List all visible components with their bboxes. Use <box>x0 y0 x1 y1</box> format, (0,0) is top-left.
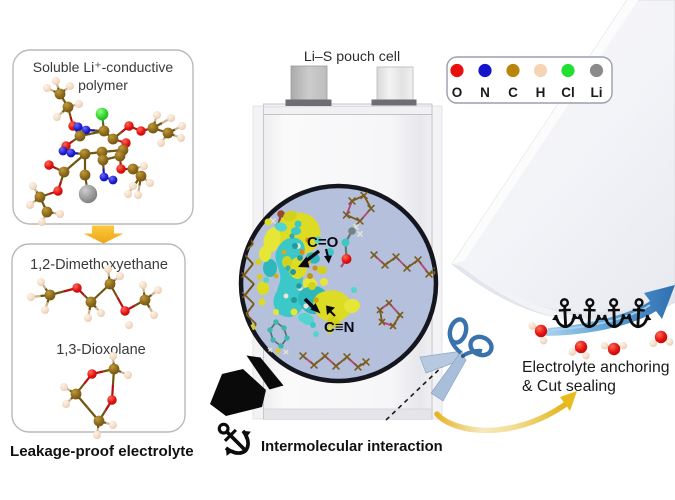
svg-text:Li: Li <box>591 85 603 100</box>
svg-text:Li–S pouch cell: Li–S pouch cell <box>304 49 400 65</box>
svg-text:Soluble Li⁺-conductive: Soluble Li⁺-conductive <box>33 59 174 75</box>
svg-text:& Cut sealing: & Cut sealing <box>522 378 616 395</box>
svg-text:Cl: Cl <box>561 85 575 100</box>
svg-text:1,3-Dioxolane: 1,3-Dioxolane <box>56 342 145 358</box>
svg-text:1,2-Dimethoxyethane: 1,2-Dimethoxyethane <box>30 257 168 273</box>
svg-text:H: H <box>536 85 546 100</box>
svg-text:C=O: C=O <box>307 234 339 251</box>
svg-text:Intermolecular interaction: Intermolecular interaction <box>261 439 443 455</box>
svg-text:C: C <box>508 85 518 100</box>
svg-text:Leakage-proof electrolyte: Leakage-proof electrolyte <box>10 443 194 460</box>
svg-text:polymer: polymer <box>78 77 128 93</box>
svg-text:O: O <box>452 85 463 100</box>
svg-text:Electrolyte anchoring: Electrolyte anchoring <box>522 359 670 376</box>
svg-text:C≡N: C≡N <box>324 319 354 336</box>
svg-text:N: N <box>480 85 490 100</box>
